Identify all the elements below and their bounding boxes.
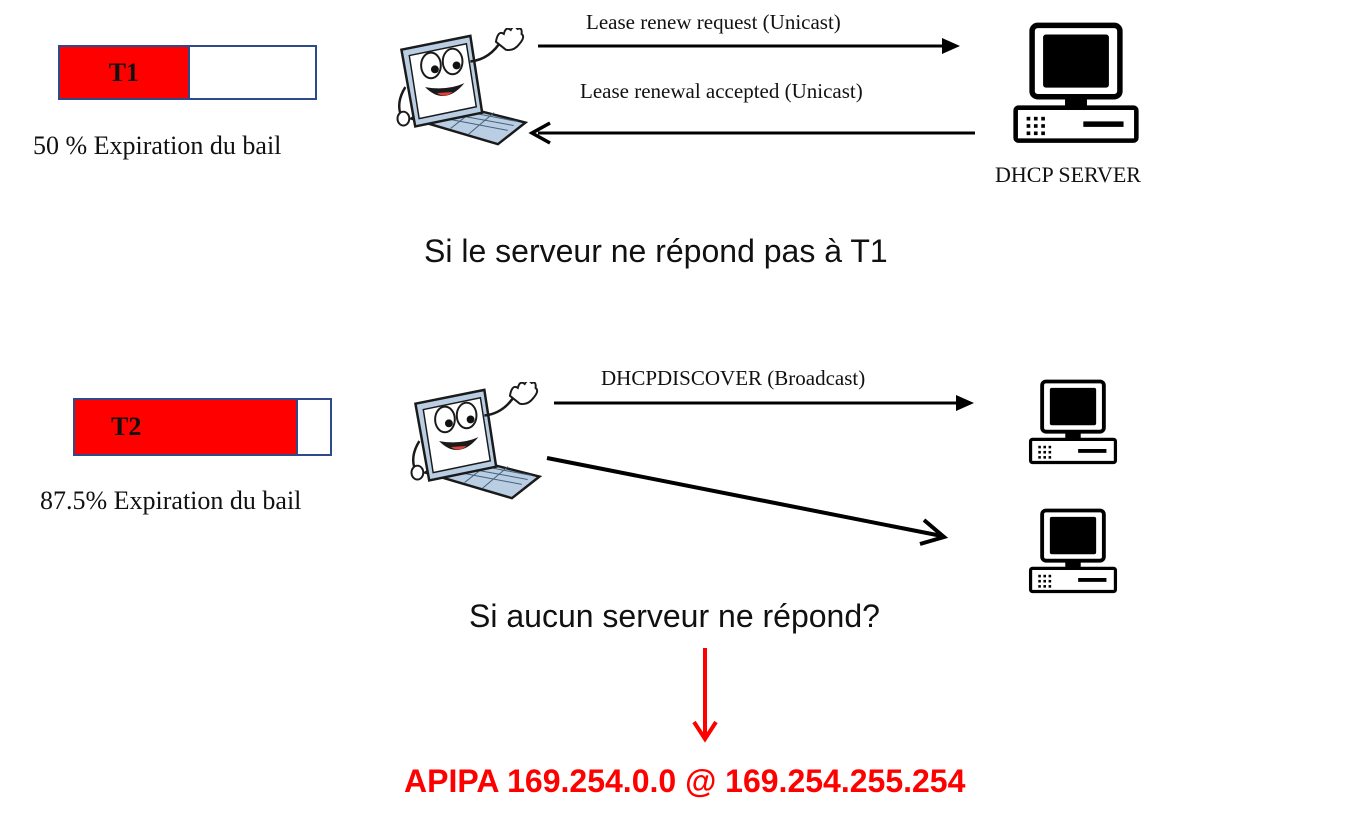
computer-icon (1028, 504, 1118, 598)
lease-bar-t1-label: T1 (108, 57, 139, 87)
no-server-question: Si aucun serveur ne répond? (469, 598, 880, 634)
lease-bar-t2-label: T2 (111, 412, 142, 441)
laptop-cartoon-icon (410, 382, 541, 500)
arrow-broadcast-1 (554, 395, 974, 411)
down-arrow-icon (692, 648, 718, 743)
lease-bar-t1-fill: T1 (60, 47, 190, 98)
arrow-broadcast-2 (546, 456, 949, 546)
lease-bar-t2: T2 (73, 398, 332, 456)
lease-bar-t1: T1 (58, 45, 317, 100)
arrow-accepted (528, 121, 975, 145)
arrow-request (538, 38, 960, 54)
lease-renewal-accepted-label: Lease renewal accepted (Unicast) (580, 79, 863, 103)
computer-icon (1012, 17, 1140, 149)
t1-expiration-caption: 50 % Expiration du bail (33, 131, 282, 160)
laptop-cartoon-icon (396, 28, 527, 146)
lease-bar-t2-fill: T2 (75, 400, 299, 454)
apipa-range: APIPA 169.254.0.0 @ 169.254.255.254 (404, 763, 966, 799)
dhcpdiscover-label: DHCPDISCOVER (Broadcast) (601, 366, 866, 390)
middle-heading: Si le serveur ne répond pas à T1 (424, 233, 888, 269)
t2-expiration-caption: 87.5% Expiration du bail (40, 486, 302, 515)
dhcp-server-label: DHCP SERVER (995, 162, 1141, 187)
lease-renew-request-label: Lease renew request (Unicast) (586, 10, 841, 34)
computer-icon (1028, 375, 1118, 469)
